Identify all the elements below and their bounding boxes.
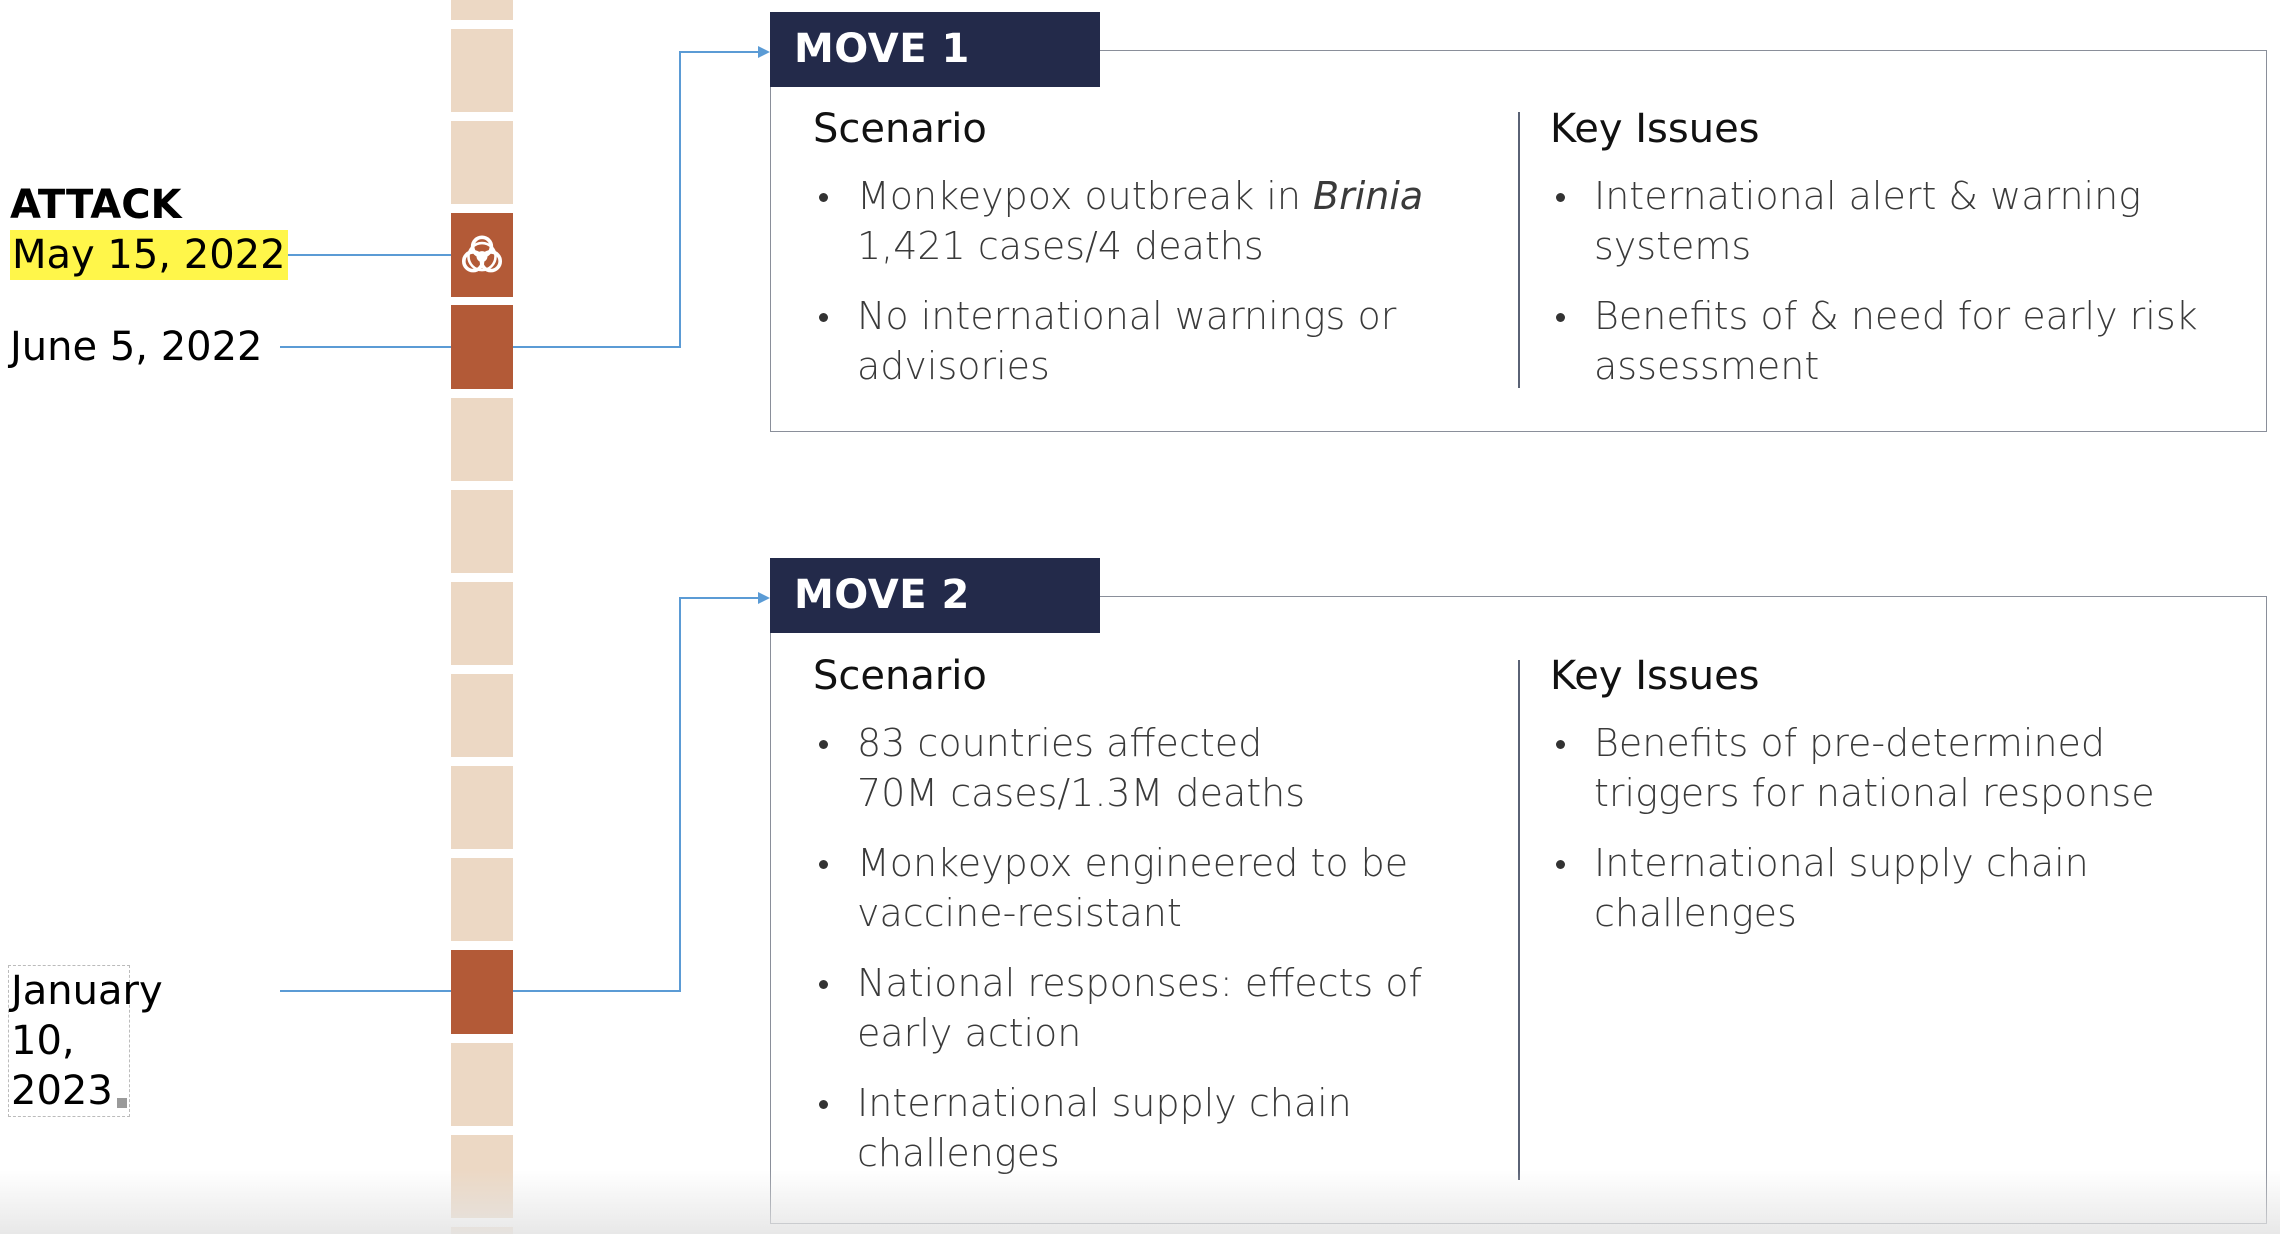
timeline-cell [451,0,513,20]
timeline-cell [451,1135,513,1218]
biohazard-icon [461,235,503,273]
timeline-cell [451,490,513,573]
timeline-cell [451,1227,513,1234]
move2-date-label[interactable]: January 10, 2023 [8,965,163,1117]
move2-cell [451,950,513,1034]
timeline-cell [451,121,513,204]
move1-issues-title: Key Issues [1550,106,1760,152]
move1-cell [451,305,513,389]
move1-tab: MOVE 1 [770,12,1100,87]
move1-scenario-column: Scenario Monkeypox outbreak in Brinia 1,… [813,105,1513,411]
list-item: 83 countries affected 70M cases/1.3M dea… [813,718,1513,818]
move1-issues-column: Key Issues International alert & warning… [1550,105,2250,411]
attack-date-label: May 15, 2022 [10,230,288,280]
resize-handle-icon[interactable] [116,1098,127,1108]
move2-scenario-title: Scenario [813,653,987,699]
timeline-cell [451,398,513,481]
attack-cell [451,213,513,297]
move2-scenario-column: Scenario 83 countries affected 70M cases… [813,652,1513,1198]
attack-label: ATTACK [10,182,182,228]
timeline-cell [451,674,513,757]
move1-connector-arrow [513,46,770,348]
list-item: International supply chain challenges [813,1078,1513,1178]
timeline-cell [451,29,513,112]
move1-date-label: June 5, 2022 [10,324,263,370]
list-item: National responses: effects of early act… [813,958,1513,1058]
move2-connector-arrow [513,592,770,992]
timeline-cell [451,1043,513,1126]
list-item: Benefits of pre-determined triggers for … [1550,718,2250,818]
move2-issues-title: Key Issues [1550,653,1760,699]
move2-column-divider [1518,660,1520,1180]
move2-tab: MOVE 2 [770,558,1100,633]
move2-date-line1: January 10, [11,968,163,1064]
list-item: International supply chain challenges [1550,838,2250,938]
move1-scenario-title: Scenario [813,106,987,152]
move2-issues-column: Key Issues Benefits of pre-determined tr… [1550,652,2250,958]
list-item: Monkeypox engineered to be vaccine-resis… [813,838,1513,938]
move1-column-divider [1518,112,1520,388]
list-item: Monkeypox outbreak in Brinia 1,421 cases… [813,171,1513,271]
move2-date-line2: 2023 [11,1068,113,1114]
timeline-cell [451,766,513,849]
list-item: International alert & warning systems [1550,171,2250,271]
list-item: Benefits of & need for early risk assess… [1550,291,2250,391]
list-item: No international warnings or advisories [813,291,1513,391]
timeline-cell [451,582,513,665]
timeline-cell [451,858,513,941]
